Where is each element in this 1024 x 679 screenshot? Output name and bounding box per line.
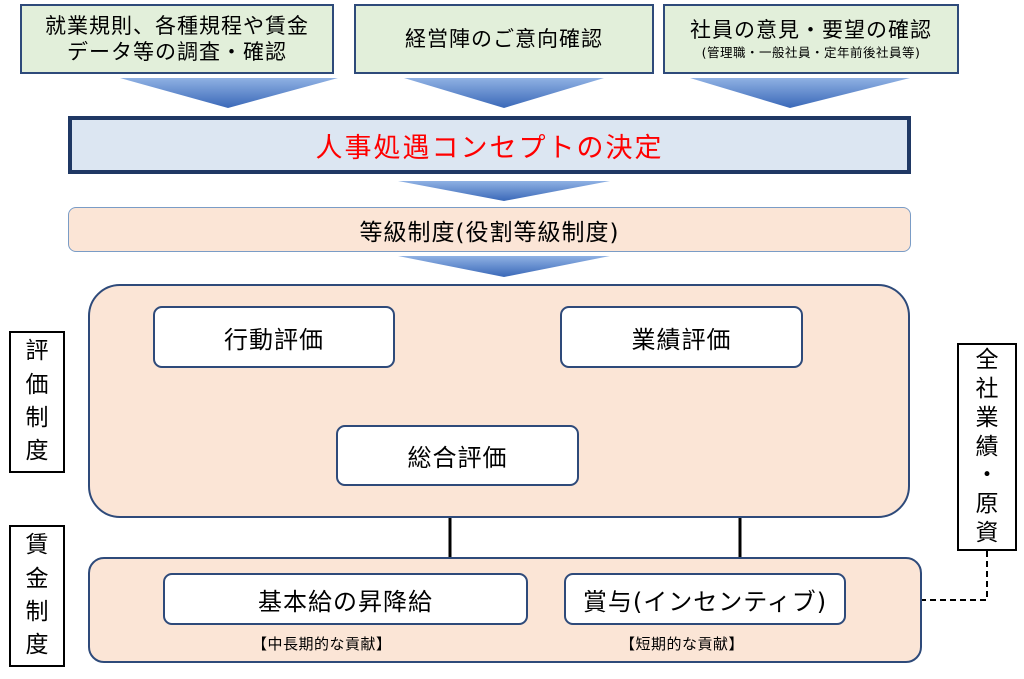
hr-concept-box: 人事処遇コンセプトの決定 — [68, 116, 911, 174]
side-label-char: 度 — [25, 438, 49, 465]
side-label-char: 価 — [25, 371, 49, 398]
top-box-line: 経営陣のご意向確認 — [405, 26, 603, 51]
results-label-char: 原 — [975, 491, 999, 518]
behavior-evaluation-box: 行動評価 — [153, 306, 395, 368]
top-box-line: データ等の調査・確認 — [67, 40, 287, 64]
performance-evaluation-box: 業績評価 — [560, 306, 803, 368]
long-term-contribution-note: 【中長期的な貢献】 — [252, 635, 392, 653]
top-box-rules-survey: 就業規則、各種規程や賃金 データ等の調査・確認 — [20, 4, 334, 74]
top-box-line: 社員の意見・要望の確認 — [690, 18, 932, 43]
side-label-char: 度 — [25, 632, 49, 659]
evaluation-system-label: 評 価 制 度 — [9, 331, 65, 473]
top-box-employee-opinions: 社員の意見・要望の確認 (管理職・一般社員・定年前後社員等) — [663, 4, 959, 74]
short-term-contribution-note: 【短期的な貢献】 — [620, 635, 745, 653]
results-label-char: 社 — [975, 376, 999, 403]
grade-system-box: 等級制度(役割等級制度) — [68, 207, 911, 252]
side-label-char: 賃 — [25, 532, 49, 559]
side-label-char: 制 — [25, 599, 49, 625]
company-results-label: 全 社 業 績 ・ 原 資 — [957, 343, 1017, 551]
top-box-management-intent: 経営陣のご意向確認 — [354, 4, 654, 74]
overall-evaluation-box: 総合評価 — [336, 425, 579, 486]
results-label-char: 業 — [975, 404, 999, 431]
chevron-arrow-icon — [690, 78, 910, 108]
chevron-arrow-icon — [398, 181, 610, 201]
bonus-box: 賞与(インセンティブ) — [564, 573, 846, 625]
wage-system-label: 賃 金 制 度 — [9, 525, 65, 667]
side-label-char: 制 — [25, 405, 49, 431]
results-label-char: 績 — [975, 433, 999, 460]
chevron-arrow-icon — [404, 78, 604, 108]
chevron-arrow-icon — [398, 256, 610, 277]
base-pay-box: 基本給の昇降給 — [163, 573, 528, 625]
chevron-arrow-icon — [120, 78, 338, 108]
top-box-line: 就業規則、各種規程や賃金 — [45, 13, 309, 38]
results-label-char: ・ — [975, 462, 999, 489]
side-label-char: 評 — [25, 338, 49, 365]
top-box-subline: (管理職・一般社員・定年前後社員等) — [701, 45, 921, 61]
side-label-char: 金 — [25, 565, 49, 592]
results-label-char: 全 — [975, 347, 999, 374]
results-label-char: 資 — [975, 519, 999, 546]
